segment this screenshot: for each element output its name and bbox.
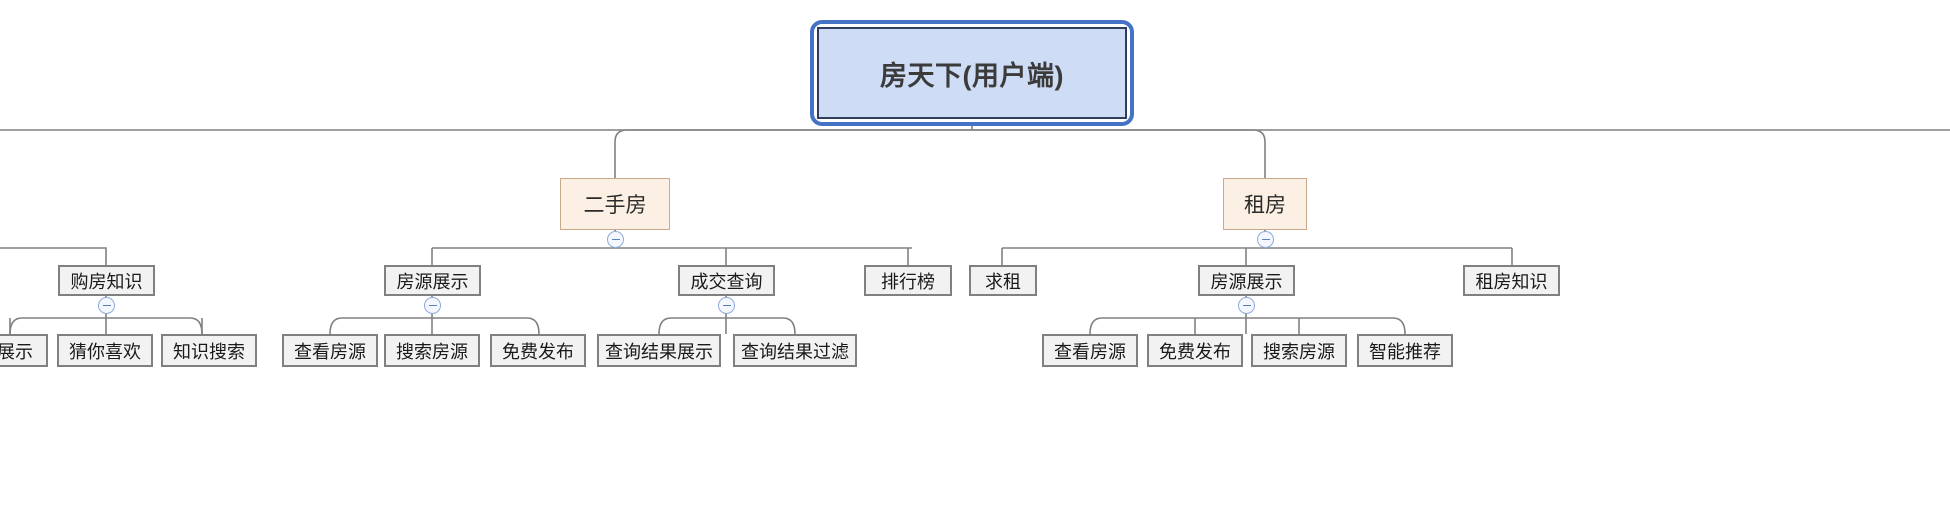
- leaf-node-label: 免费发布: [502, 341, 574, 362]
- root-node[interactable]: 房天下(用户端): [810, 20, 1134, 126]
- leaf-node-sousuofangyuan-1[interactable]: 搜索房源: [384, 334, 480, 367]
- leaf-node-label: 搜索房源: [396, 341, 468, 362]
- node-label: 租房知识: [1475, 271, 1548, 292]
- leaf-node-label: 智能推荐: [1369, 341, 1441, 362]
- collapse-toggle-fangyuanzhanshi-ershoufang[interactable]: [424, 297, 441, 314]
- category-node-ershoufang[interactable]: 二手房: [560, 178, 670, 230]
- leaf-node-zhinengtuijian[interactable]: 智能推荐: [1357, 334, 1453, 367]
- collapse-toggle-ershoufang[interactable]: [607, 231, 624, 248]
- leaf-node-chakanfangyuan-1[interactable]: 查看房源: [282, 334, 378, 367]
- node-label: 求租: [985, 271, 1021, 292]
- minus-circle-icon: [722, 304, 731, 307]
- node-paihangbang[interactable]: 排行榜: [864, 265, 952, 296]
- collapse-toggle-zufang[interactable]: [1257, 231, 1274, 248]
- leaf-node-mianfeifabu-2[interactable]: 免费发布: [1147, 334, 1243, 367]
- node-fangyuanzhanshi-ershoufang[interactable]: 房源展示: [384, 265, 481, 296]
- collapse-toggle-goufangzhishi[interactable]: [98, 297, 115, 314]
- leaf-node-label: 展示: [0, 341, 33, 362]
- leaf-node-mianfeifabu-1[interactable]: 免费发布: [490, 334, 586, 367]
- node-qiuzu[interactable]: 求租: [969, 265, 1037, 296]
- minus-circle-icon: [1261, 238, 1270, 241]
- node-label: 房源展示: [1210, 271, 1283, 292]
- minus-circle-icon: [1242, 304, 1251, 307]
- leaf-node-label: 查询结果过滤: [741, 341, 849, 362]
- node-zufangzhishi[interactable]: 租房知识: [1463, 265, 1560, 296]
- leaf-node-label: 查询结果展示: [605, 341, 713, 362]
- leaf-node-sousuofangyuan-2[interactable]: 搜索房源: [1251, 334, 1347, 367]
- collapse-toggle-chengjiaochaxun[interactable]: [718, 297, 735, 314]
- leaf-node-zhanshi[interactable]: 展示: [0, 334, 48, 367]
- node-fangyuanzhanshi-zufang[interactable]: 房源展示: [1198, 265, 1295, 296]
- root-node-label: 房天下(用户端): [880, 60, 1064, 91]
- node-label: 排行榜: [881, 271, 935, 292]
- collapse-toggle-fangyuanzhanshi-zufang[interactable]: [1238, 297, 1255, 314]
- node-chengjiaochaxun[interactable]: 成交查询: [678, 265, 775, 296]
- leaf-node-cainixihuan[interactable]: 猜你喜欢: [57, 334, 153, 367]
- category-node-label: 租房: [1244, 194, 1286, 217]
- leaf-node-chakanfangyuan-2[interactable]: 查看房源: [1042, 334, 1138, 367]
- leaf-node-label: 搜索房源: [1263, 341, 1335, 362]
- minus-circle-icon: [611, 238, 620, 241]
- node-label: 成交查询: [690, 271, 763, 292]
- node-label: 房源展示: [396, 271, 469, 292]
- leaf-node-label: 查看房源: [294, 341, 366, 362]
- node-goufangzhishi[interactable]: 购房知识: [58, 265, 155, 296]
- node-label: 购房知识: [70, 271, 143, 292]
- leaf-node-chaxunjieguozhanshi[interactable]: 查询结果展示: [597, 334, 721, 367]
- leaf-node-label: 知识搜索: [173, 341, 245, 362]
- leaf-node-label: 查看房源: [1054, 341, 1126, 362]
- category-node-label: 二手房: [583, 194, 647, 217]
- leaf-node-label: 猜你喜欢: [69, 341, 141, 362]
- minus-circle-icon: [428, 304, 437, 307]
- leaf-node-label: 免费发布: [1159, 341, 1231, 362]
- leaf-node-zhishisousuo[interactable]: 知识搜索: [161, 334, 257, 367]
- root-node-inner: 房天下(用户端): [817, 27, 1127, 119]
- minus-circle-icon: [102, 304, 111, 307]
- category-node-zufang[interactable]: 租房: [1223, 178, 1307, 230]
- leaf-node-chaxunjieguoguolv[interactable]: 查询结果过滤: [733, 334, 857, 367]
